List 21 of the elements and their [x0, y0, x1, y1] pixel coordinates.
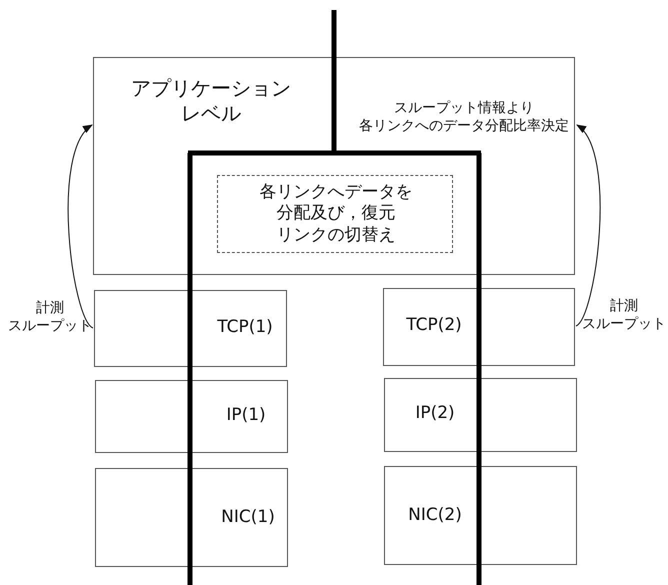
layer-box — [383, 288, 575, 366]
node-label: アプリケーションレベル — [130, 76, 292, 126]
node-label: NIC(1) — [220, 507, 276, 528]
edge-label: 計測スループット — [582, 298, 666, 333]
node-label: TCP(1) — [216, 317, 274, 338]
layer-box — [384, 466, 577, 565]
node-label: IP(1) — [225, 405, 267, 426]
node-label: スループット情報より各リンクへのデータ分配比率決定 — [358, 100, 570, 135]
node-label: 各リンクへデータを分配及び，復元リンクの切替え — [258, 182, 414, 246]
process-box — [217, 175, 453, 253]
arrow — [576, 124, 601, 326]
layer-box — [384, 378, 577, 452]
arrow — [68, 124, 94, 328]
node-label: NIC(2) — [407, 505, 463, 526]
layer-box — [95, 468, 288, 567]
edge-label: 計測スループット — [8, 300, 92, 335]
layer-box — [94, 290, 287, 367]
node-label: IP(2) — [414, 403, 456, 424]
layer-box — [95, 380, 288, 453]
application-box — [93, 57, 575, 275]
node-label: TCP(2) — [405, 315, 463, 336]
